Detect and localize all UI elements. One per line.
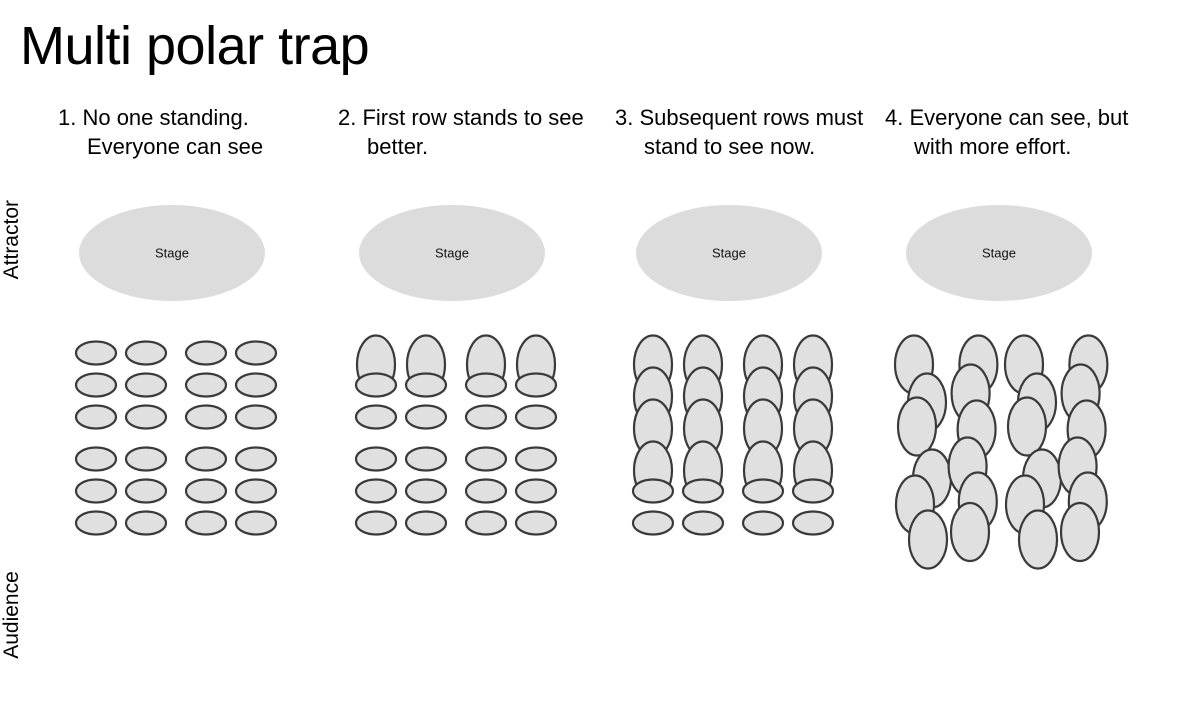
person-seated [184, 478, 228, 504]
panel-3-caption: 3. Subsequent rows must stand to see now… [615, 105, 864, 160]
page-title: Multi polar trap [20, 16, 370, 76]
person-seated [234, 372, 278, 398]
panel-2-figure: Stage [338, 103, 618, 543]
person-seated [234, 478, 278, 504]
person-seated [404, 372, 448, 398]
person-seated [354, 478, 398, 504]
stage-shape [79, 205, 265, 301]
person-seated [514, 404, 558, 430]
person-seated [404, 404, 448, 430]
panel-3-figure: Stage [615, 103, 895, 543]
person-seated [124, 404, 168, 430]
person-standing [1006, 396, 1048, 457]
person-standing [1059, 501, 1101, 563]
person-seated [234, 510, 278, 536]
stage-shape [906, 205, 1092, 301]
person-seated [234, 340, 278, 366]
person-seated [124, 372, 168, 398]
person-seated [464, 478, 508, 504]
person-seated [741, 510, 785, 536]
person-seated [184, 510, 228, 536]
person-seated [514, 478, 558, 504]
stage-label: Stage [712, 245, 746, 260]
person-seated [354, 446, 398, 472]
stage-shape [359, 205, 545, 301]
person-seated [184, 404, 228, 430]
person-seated [514, 446, 558, 472]
person-seated [234, 404, 278, 430]
person-seated [681, 478, 725, 504]
panel-1-figure: Stage [58, 103, 338, 543]
stage-label: Stage [435, 245, 469, 260]
person-seated [354, 404, 398, 430]
person-seated [514, 510, 558, 536]
person-seated [74, 340, 118, 366]
person-seated [74, 404, 118, 430]
person-seated [124, 446, 168, 472]
panel-4-caption: 4. Everyone can see, but with more effor… [885, 105, 1129, 160]
panel-4-figure: Stage [885, 103, 1165, 570]
person-seated [354, 510, 398, 536]
person-seated [681, 510, 725, 536]
person-seated [74, 510, 118, 536]
person-seated [464, 446, 508, 472]
person-seated [234, 446, 278, 472]
person-seated [124, 340, 168, 366]
panel-2-caption: 2. First row stands to see better. [338, 105, 584, 160]
person-seated [74, 446, 118, 472]
panel-1-caption: 1. No one standing. Everyone can see [58, 105, 264, 160]
panel-2: 2. First row stands to see better. Stage [338, 103, 618, 543]
person-seated [464, 404, 508, 430]
person-standing [1017, 509, 1059, 570]
person-seated [741, 478, 785, 504]
person-seated [184, 446, 228, 472]
person-seated [514, 372, 558, 398]
person-seated [404, 446, 448, 472]
panel-3: 3. Subsequent rows must stand to see now… [615, 103, 895, 543]
person-seated [74, 372, 118, 398]
person-seated [74, 478, 118, 504]
person-seated [184, 372, 228, 398]
person-seated [791, 510, 835, 536]
person-standing [896, 396, 938, 457]
person-seated [464, 372, 508, 398]
person-seated [404, 478, 448, 504]
person-seated [184, 340, 228, 366]
person-seated [631, 510, 675, 536]
person-standing [907, 509, 949, 570]
stage-shape [636, 205, 822, 301]
person-standing [949, 501, 991, 563]
person-seated [791, 478, 835, 504]
stage-label: Stage [982, 245, 1016, 260]
axis-label-attractor: Attractor [0, 200, 23, 280]
person-seated [124, 510, 168, 536]
person-seated [354, 372, 398, 398]
panel-1: 1. No one standing. Everyone can see Sta… [58, 103, 338, 543]
stage-label: Stage [155, 245, 189, 260]
person-seated [404, 510, 448, 536]
person-seated [631, 478, 675, 504]
person-seated [464, 510, 508, 536]
axis-label-audience: Audience [0, 571, 23, 659]
person-seated [124, 478, 168, 504]
panel-4: 4. Everyone can see, but with more effor… [885, 103, 1165, 570]
